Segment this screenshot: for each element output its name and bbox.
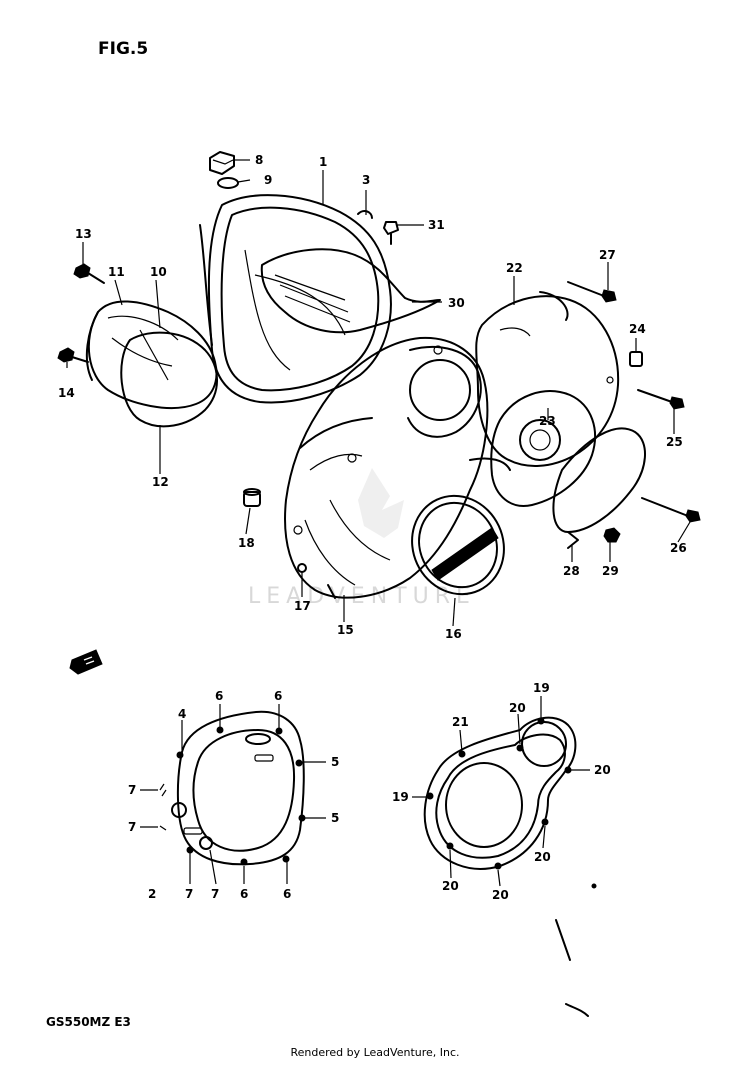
callout-24: 24 <box>629 322 646 336</box>
bolt-part-13 <box>73 263 105 284</box>
bolt-part-17 <box>297 563 307 573</box>
starter-cover-part-22 <box>475 291 620 467</box>
breather-cover-part-30 <box>260 248 441 334</box>
bolt-part-29 <box>603 527 621 543</box>
suzuki-badge-part-16 <box>411 494 505 596</box>
callout-30: 30 <box>448 296 465 310</box>
generator-cover-part-1 <box>199 194 392 404</box>
callout-20: 20 <box>594 763 611 777</box>
callout-6: 6 <box>215 689 223 703</box>
callout-6: 6 <box>283 887 291 901</box>
callout-20: 20 <box>442 879 459 893</box>
cover-cap-part-11 <box>85 300 218 410</box>
callout-19: 19 <box>392 790 409 804</box>
direction-arrow-icon <box>69 649 103 675</box>
inner-cover-part-23 <box>490 390 596 507</box>
hook-part-3 <box>357 210 373 219</box>
callout-3: 3 <box>362 173 370 187</box>
cover-part-28 <box>552 427 647 549</box>
callout-26: 26 <box>670 541 687 555</box>
callout-6: 6 <box>240 887 248 901</box>
callout-6: 6 <box>274 689 282 703</box>
callout-20: 20 <box>492 888 509 902</box>
callout-16: 16 <box>445 627 462 641</box>
watermark: LEADVENTURE <box>248 468 470 609</box>
callout-25: 25 <box>666 435 683 449</box>
bolt-part-14 <box>57 347 89 363</box>
stray-dot <box>591 883 597 889</box>
o-ring-part-9 <box>217 177 239 189</box>
callout-20: 20 <box>509 701 526 715</box>
callout-5: 5 <box>331 755 339 769</box>
spacer-part-18 <box>243 488 261 507</box>
footer-credit: Rendered by LeadVenture, Inc. <box>290 1046 460 1059</box>
callout-7: 7 <box>211 887 219 901</box>
bolt-part-26 <box>641 497 701 523</box>
leader-lines-upper <box>66 159 691 627</box>
model-code: GS550MZ E3 <box>46 1015 131 1029</box>
plug-part-8 <box>209 151 235 175</box>
callout-23: 23 <box>539 414 556 428</box>
callout-4: 4 <box>178 707 186 721</box>
callout-21: 21 <box>452 715 469 729</box>
callout-5: 5 <box>331 811 339 825</box>
callout-17: 17 <box>294 599 311 613</box>
callout-20: 20 <box>534 850 551 864</box>
bolt-part-27 <box>567 281 617 303</box>
callout-1: 1 <box>319 155 327 169</box>
callout-7: 7 <box>128 820 136 834</box>
clutch-cover-part-15 <box>284 336 511 599</box>
callout-labels: 8 9 1 3 31 13 11 10 14 12 30 22 27 24 25… <box>58 153 687 902</box>
callout-19: 19 <box>533 681 550 695</box>
gasket-part-2 <box>159 710 306 866</box>
figure-title: FIG.5 <box>98 39 148 59</box>
callout-2: 2 <box>148 887 156 901</box>
callout-7: 7 <box>128 783 136 797</box>
callout-7: 7 <box>185 887 193 901</box>
callout-15: 15 <box>337 623 354 637</box>
callout-14: 14 <box>58 386 75 400</box>
callout-8: 8 <box>255 153 263 167</box>
leader-lines-lower-left <box>140 704 326 885</box>
callout-27: 27 <box>599 248 616 262</box>
bolt-part-31 <box>383 221 399 245</box>
callout-31: 31 <box>428 218 445 232</box>
gasket-part-12 <box>120 331 218 428</box>
gasket-part-21 <box>423 716 577 870</box>
stray-mark <box>555 919 571 961</box>
spacer-part-24 <box>629 351 643 367</box>
callout-22: 22 <box>506 261 523 275</box>
callout-10: 10 <box>150 265 167 279</box>
callout-9: 9 <box>264 173 272 187</box>
leader-lines-lower-right <box>412 696 590 887</box>
callout-29: 29 <box>602 564 619 578</box>
callout-11: 11 <box>108 265 125 279</box>
stray-mark <box>565 1003 589 1017</box>
callout-28: 28 <box>563 564 580 578</box>
callout-18: 18 <box>238 536 255 550</box>
callout-13: 13 <box>75 227 92 241</box>
bolt-part-25 <box>637 389 685 410</box>
callout-12: 12 <box>152 475 169 489</box>
